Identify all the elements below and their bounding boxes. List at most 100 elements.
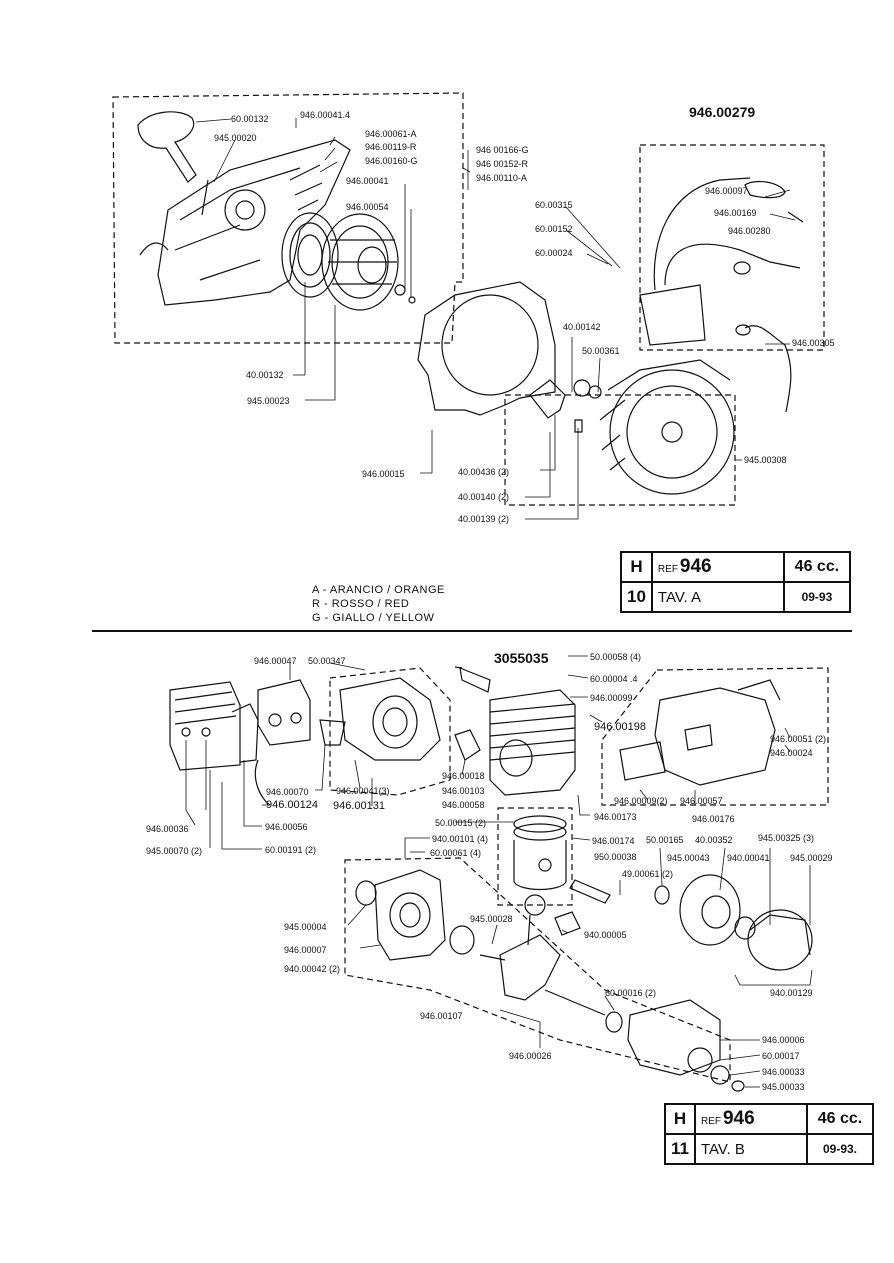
part-label: 946.00058 <box>442 800 485 810</box>
starter-handle-drawing <box>137 111 209 216</box>
ref-prefix: REF <box>700 1116 721 1127</box>
part-label: 60.00016 (2) <box>605 988 657 998</box>
part-label: 946.00110-A <box>476 173 527 183</box>
piston-group-outline <box>497 807 573 906</box>
part-label: 946.00057 <box>680 796 723 806</box>
bearing-right-drawing <box>605 1011 623 1033</box>
plate-a-leader-lines <box>195 118 796 520</box>
part-label: 946.00169 <box>714 208 757 218</box>
part-label: 50.00361 <box>582 346 620 356</box>
part-label: 946.00103 <box>442 786 485 796</box>
part-label: 946.00131 <box>333 800 385 812</box>
air-filter-drawing <box>169 681 241 771</box>
filter-gasket-drawing <box>231 703 259 763</box>
part-label: 946.00047 <box>254 656 297 666</box>
part-label: 940.00042 (2) <box>284 964 341 974</box>
part-label: 946.00024 <box>770 748 813 758</box>
part-label: 946 00152-R <box>476 159 529 169</box>
recoil-spring-drawing <box>281 212 339 298</box>
starter-group-outline <box>112 92 464 344</box>
fuel-line-drawing <box>254 759 271 806</box>
part-label: 50.00015 (2) <box>435 818 487 828</box>
part-label: 40.00142 <box>563 322 601 332</box>
fan-shroud-drawing <box>417 281 556 416</box>
part-label: 946.00007 <box>284 945 327 955</box>
ignition-kit-title: 946.00279 <box>689 104 756 120</box>
part-label: 946.00054 <box>346 202 389 212</box>
clutch-drum-drawing <box>654 874 741 946</box>
part-label: 946.00173 <box>594 812 637 822</box>
part-label: 940.00129 <box>770 988 813 998</box>
ref-number: 946 <box>679 556 712 577</box>
clutch-assembly-drawing <box>734 909 813 971</box>
part-label: 945.00325 (3) <box>758 833 815 843</box>
title-block-displacement: 46 cc. <box>782 551 851 583</box>
intake-manifold-drawing <box>339 677 441 761</box>
part-label: 940.00101 (4) <box>432 834 489 844</box>
part-label: 946.00041.4 <box>300 110 351 120</box>
part-label: 945.00004 <box>284 922 327 932</box>
part-label: 946.00119-R <box>365 142 417 152</box>
part-label: 946.00015 <box>362 469 405 479</box>
part-label: 50.00347 <box>308 656 346 666</box>
flywheel-group-outline <box>504 394 736 506</box>
title-block-displacement: 46 cc. <box>805 1103 874 1135</box>
carb-group-outline <box>329 667 451 796</box>
part-label: 50.00165 <box>646 835 684 845</box>
piston-pin-drawing <box>569 879 611 904</box>
legend-item-red: R - ROSSO / RED <box>312 598 410 610</box>
part-label: 946.00033 <box>762 1067 805 1077</box>
part-label: 60.00315 <box>535 200 573 210</box>
starter-screw-drawing <box>394 284 406 296</box>
muffler-gasket-drawing <box>619 741 666 781</box>
title-block-tav: TAV. A <box>650 581 785 613</box>
part-label: 946.00018 <box>442 771 485 781</box>
carburetor-drawing <box>257 679 311 746</box>
title-block-date: 09-93. <box>805 1133 874 1165</box>
plate-b-leader-lines <box>185 655 813 1088</box>
part-label: 40.00352 <box>695 835 733 845</box>
starter-pulley-drawing <box>321 213 399 311</box>
ref-number: 946 <box>722 1108 755 1129</box>
part-label: 50.00058 (4) <box>590 652 642 662</box>
crankcase-left-drawing <box>374 869 446 961</box>
part-label: 60.00061 (4) <box>430 848 482 858</box>
part-label: 946.00174 <box>592 836 635 846</box>
part-label: 60.00191 (2) <box>265 845 317 855</box>
piston-drawing <box>513 815 567 891</box>
part-label: 950.00038 <box>594 852 637 862</box>
spark-plug-drawing <box>454 666 491 693</box>
ref-prefix: REF <box>657 564 678 575</box>
legend-item-orange: A - ARANCIO / ORANGE <box>312 584 445 596</box>
starter-housing-drawing <box>139 139 351 306</box>
part-label: 945.00308 <box>744 455 787 465</box>
part-label: 946.00198 <box>594 721 646 733</box>
cylinder-drawing <box>489 689 576 796</box>
part-label: 945.00043 <box>667 853 710 863</box>
color-legend: A - ARANCIO / ORANGE R - ROSSO / RED G -… <box>312 583 445 625</box>
part-label: 946.00006 <box>762 1035 805 1045</box>
part-label: 946.00176 <box>692 814 735 824</box>
part-label: 40.00140 (2) <box>458 492 510 502</box>
ground-wire-drawing <box>744 325 792 413</box>
part-label: 940.00005 <box>584 930 627 940</box>
muffler-group-outline <box>601 667 829 806</box>
ignition-kit-outline <box>639 144 825 351</box>
ignition-coil-drawing <box>639 177 804 346</box>
oil-seal-drawing <box>355 880 377 906</box>
part-label: 940.00041 <box>727 853 770 863</box>
part-label: 946.00036 <box>146 824 189 834</box>
part-label: 946.00051 (2) <box>770 734 827 744</box>
title-block-plate-number: 10 <box>620 581 653 613</box>
part-label: 946 00166-G <box>476 145 529 155</box>
part-label: 946.00107 <box>420 1011 463 1021</box>
flywheel-drawing <box>599 359 735 495</box>
crankshaft-drawing <box>479 894 606 1016</box>
part-label: 40.00139 (2) <box>458 514 510 524</box>
title-block-plate-number: 11 <box>664 1133 696 1165</box>
seal-right-drawing <box>710 1065 730 1085</box>
